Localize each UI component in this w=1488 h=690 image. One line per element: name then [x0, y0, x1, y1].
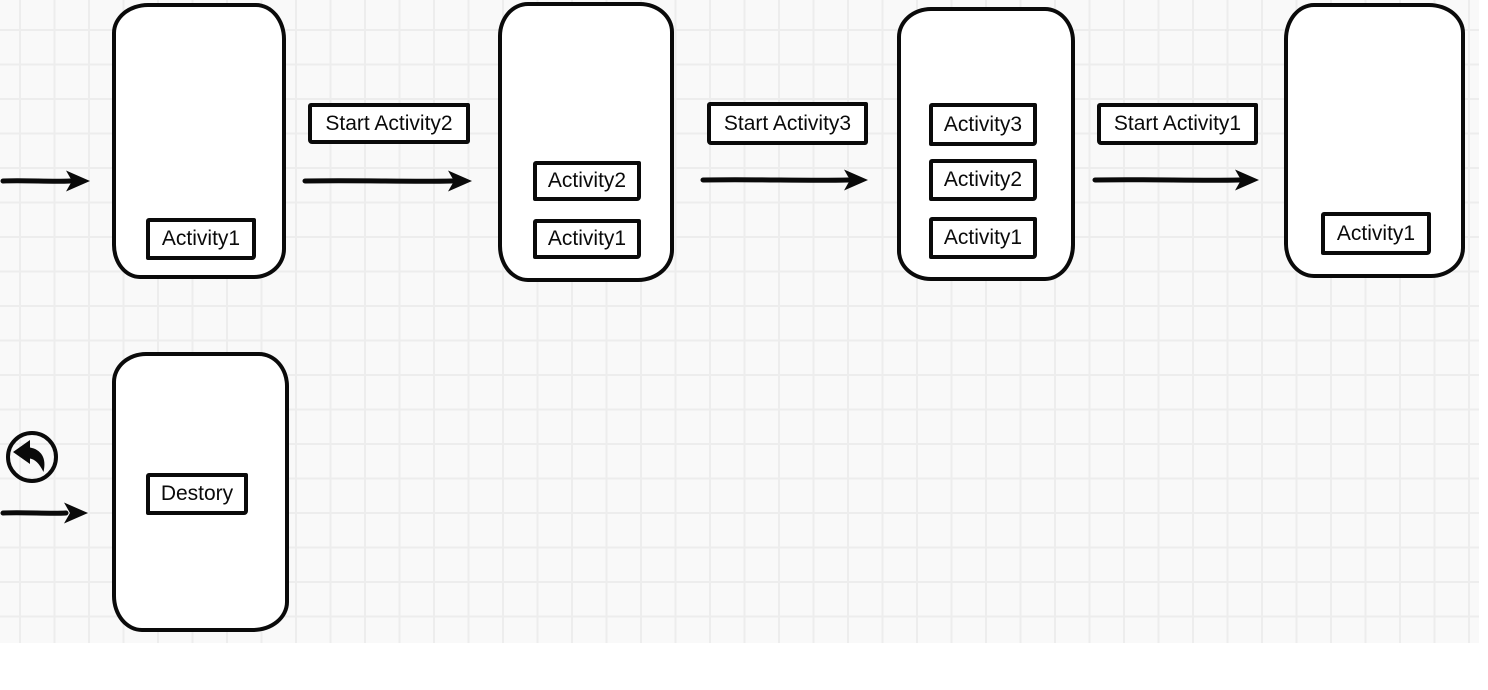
transition-label[interactable]: Start Activity3 [707, 102, 868, 145]
phone-stack-1[interactable]: Activity1 [112, 3, 286, 279]
activity-box[interactable]: Activity1 [533, 219, 641, 259]
phone-stack-3[interactable]: Activity3 Activity2 Activity1 [897, 7, 1075, 281]
activity-box[interactable]: Activity1 [146, 218, 256, 260]
phone-stack-2[interactable]: Activity2 Activity1 [498, 2, 674, 282]
back-arrow-glyph [13, 440, 45, 472]
phone-stack-destroy[interactable]: Destory [112, 352, 289, 632]
arrow-stack1-to-stack2[interactable] [302, 170, 472, 192]
activity-box[interactable]: Activity1 [929, 217, 1037, 259]
activity-box[interactable]: Destory [146, 473, 248, 515]
back-icon-circle [6, 431, 58, 483]
activity-box[interactable]: Activity1 [1321, 212, 1431, 255]
activity-box[interactable]: Activity3 [929, 103, 1037, 146]
back-icon[interactable] [6, 431, 58, 483]
arrow-stack3-to-stack4[interactable] [1092, 169, 1259, 191]
transition-label[interactable]: Start Activity2 [308, 103, 470, 144]
activity-box[interactable]: Activity2 [929, 159, 1037, 201]
arrow-stack2-to-stack3[interactable] [700, 169, 868, 191]
arrow-into-stack1[interactable] [0, 170, 90, 192]
transition-label[interactable]: Start Activity1 [1097, 103, 1258, 145]
activity-box[interactable]: Activity2 [533, 161, 641, 201]
arrow-into-destroy-stack[interactable] [0, 502, 88, 524]
phone-stack-4[interactable]: Activity1 [1284, 3, 1465, 278]
